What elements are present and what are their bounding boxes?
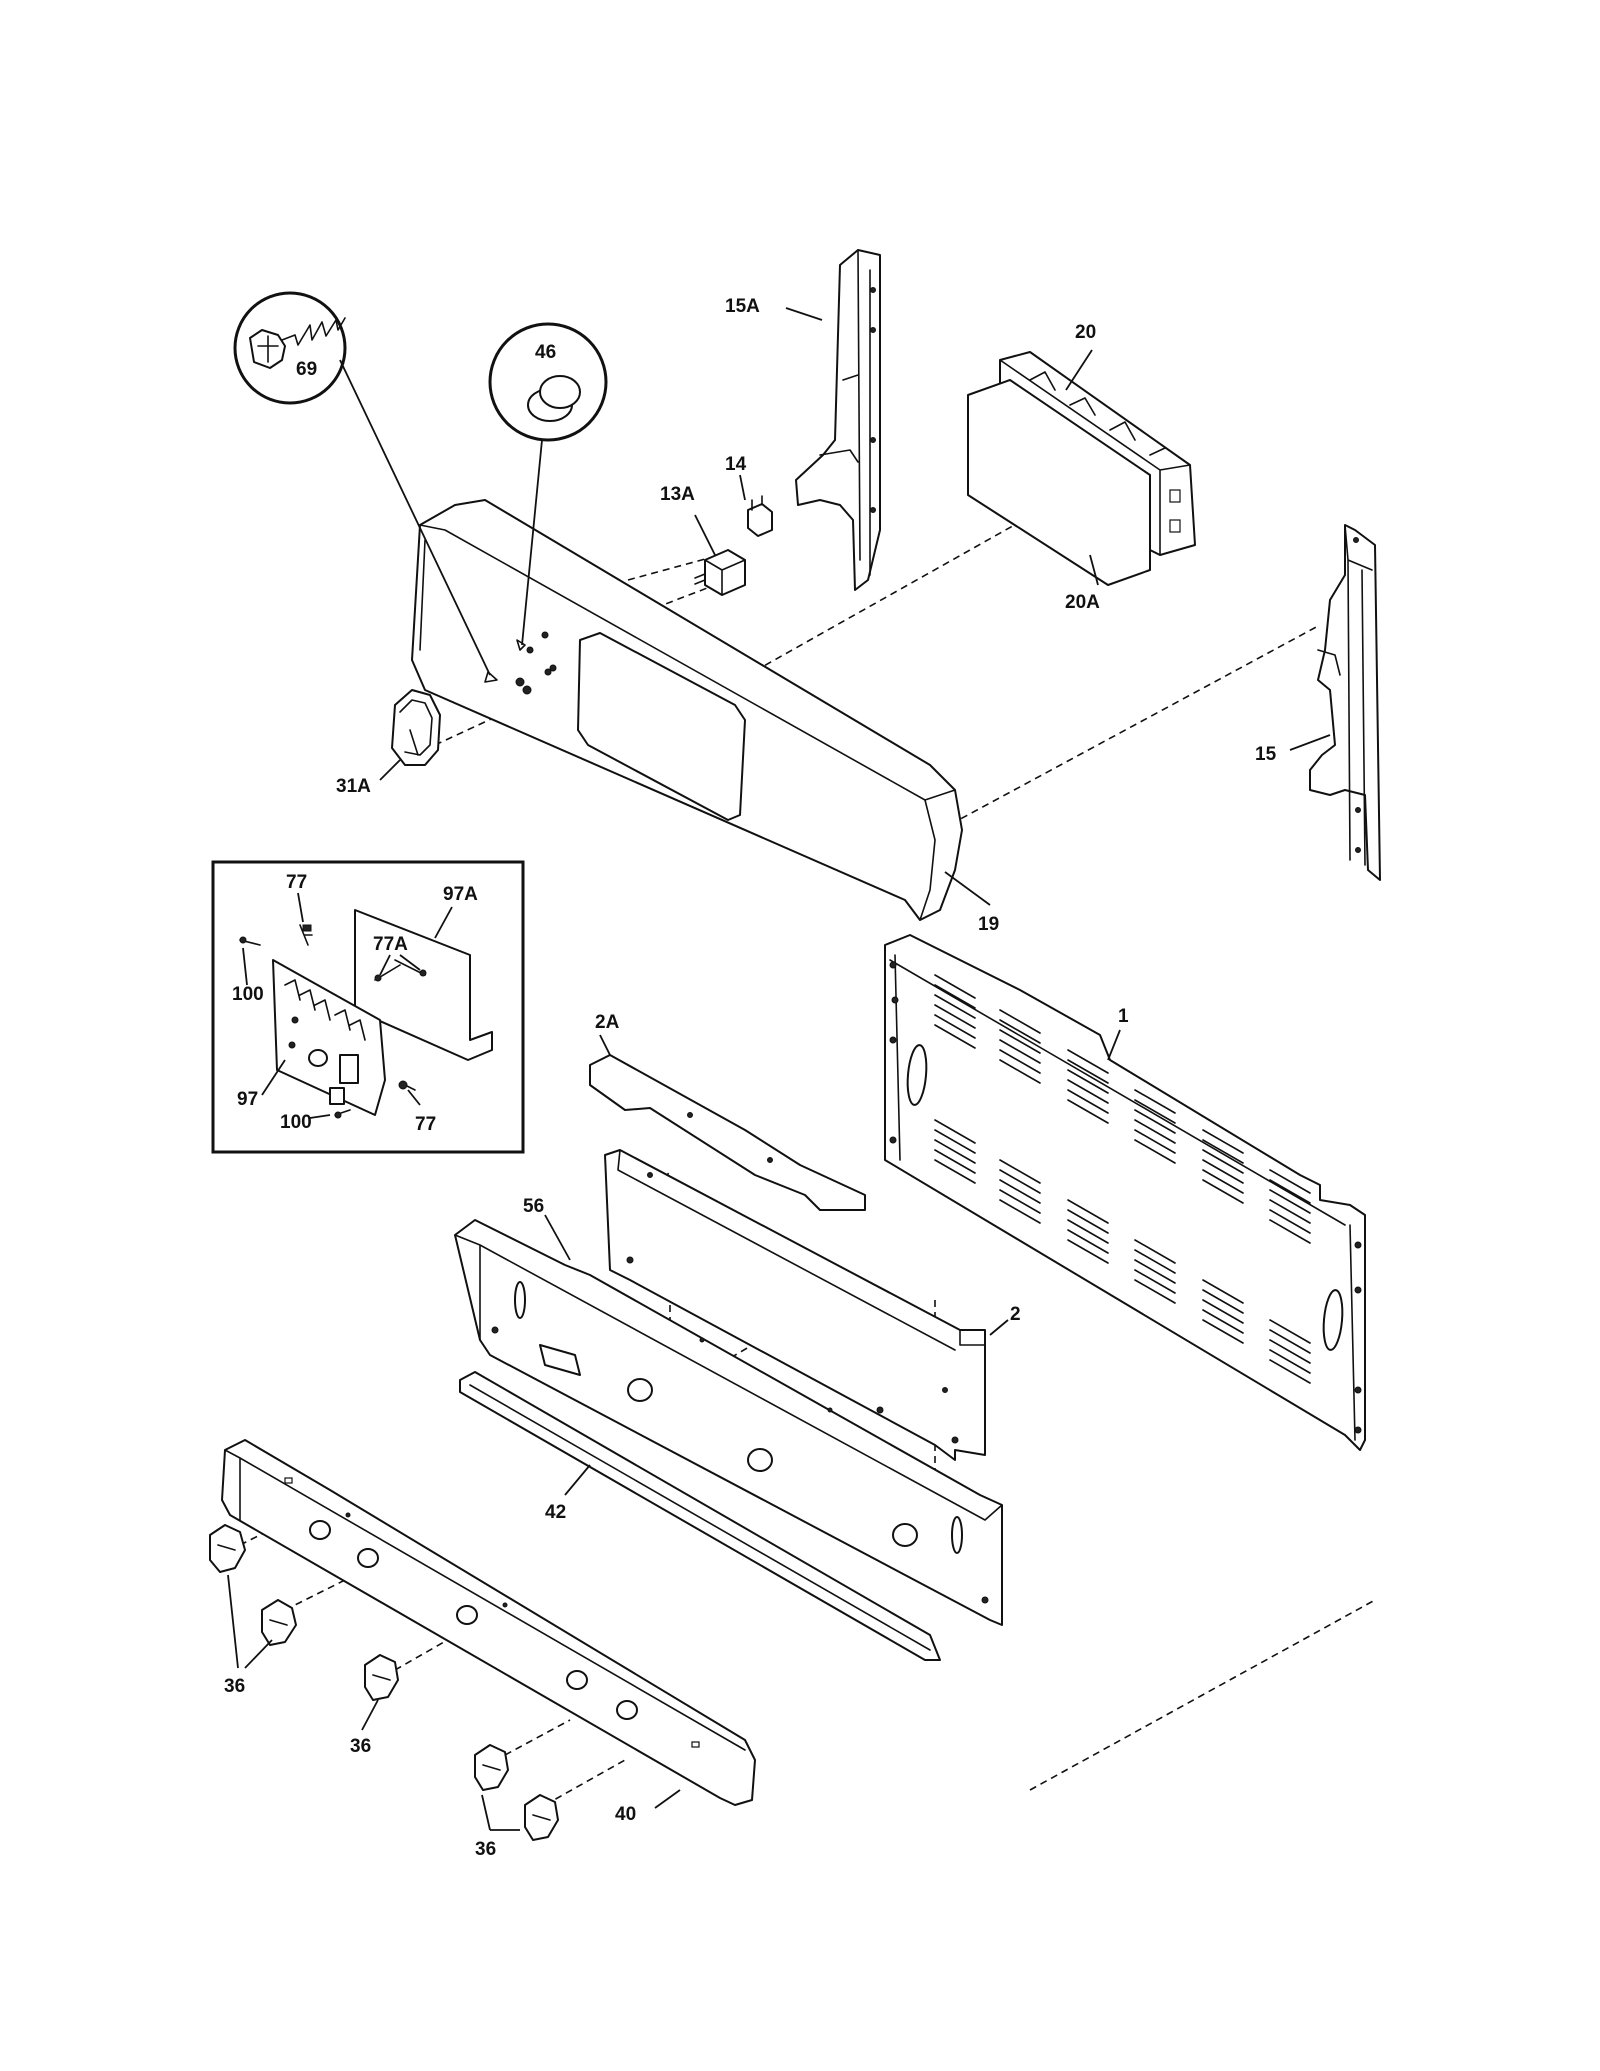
callout-leaders [379, 307, 1331, 1809]
part-20a-overlay [967, 379, 1151, 586]
callout-label-36-middle: 36 [350, 1736, 371, 1757]
callout-label-40: 40 [615, 1804, 636, 1825]
callout-label-15: 15 [1255, 744, 1277, 765]
callout-label-56: 56 [523, 1196, 544, 1217]
callout-label-69: 69 [296, 359, 317, 380]
callout-label-15a: 15A [725, 296, 760, 317]
part-1-rear-panel [884, 934, 1366, 1451]
callout-label-77-bottom: 77 [415, 1114, 436, 1135]
part-40-manifold-cover [221, 1439, 756, 1806]
callout-label-2: 2 [1010, 1304, 1021, 1325]
callout-labels: 46 69 15A 20 14 13A 20A 15 31A 19 77 97A… [224, 296, 1277, 1860]
callout-label-36-left: 36 [224, 1676, 245, 1697]
callout-label-36-bottom: 36 [475, 1839, 496, 1860]
part-42-rail [459, 1371, 941, 1661]
callout-label-13a: 13A [660, 484, 695, 505]
part-15-side-bracket [1309, 524, 1381, 881]
part-14-switch [747, 495, 773, 537]
part-2a-trim [589, 1054, 866, 1211]
part-36-knobs [209, 1524, 559, 1841]
part-31a-knob [391, 689, 441, 766]
callout-label-20a: 20A [1065, 592, 1100, 613]
detail-circle-46 [488, 322, 608, 651]
callout-label-14: 14 [725, 454, 747, 475]
callout-label-2a: 2A [595, 1012, 620, 1033]
callout-label-19: 19 [978, 914, 999, 935]
part-13a-switch [694, 549, 746, 596]
callout-label-46: 46 [535, 342, 556, 363]
callout-label-31a: 31A [336, 776, 371, 797]
part-56-manifold-panel [454, 1219, 1003, 1626]
callout-label-100-left: 100 [232, 984, 264, 1005]
callout-label-42: 42 [545, 1502, 566, 1523]
callout-label-100-bottom: 100 [280, 1112, 312, 1133]
callout-label-97: 97 [237, 1089, 258, 1110]
callout-label-77a: 77A [373, 934, 408, 955]
callout-label-1: 1 [1118, 1006, 1129, 1027]
detail-circle-69 [233, 291, 498, 683]
part-2-shield [604, 1149, 986, 1461]
callout-label-77-top: 77 [286, 872, 307, 893]
inset-box-ignition-board [211, 860, 525, 1154]
part-15a-side-bracket [795, 249, 881, 591]
callout-label-97a: 97A [443, 884, 478, 905]
part-19-backguard-panel [411, 499, 963, 921]
callout-label-20: 20 [1075, 322, 1096, 343]
